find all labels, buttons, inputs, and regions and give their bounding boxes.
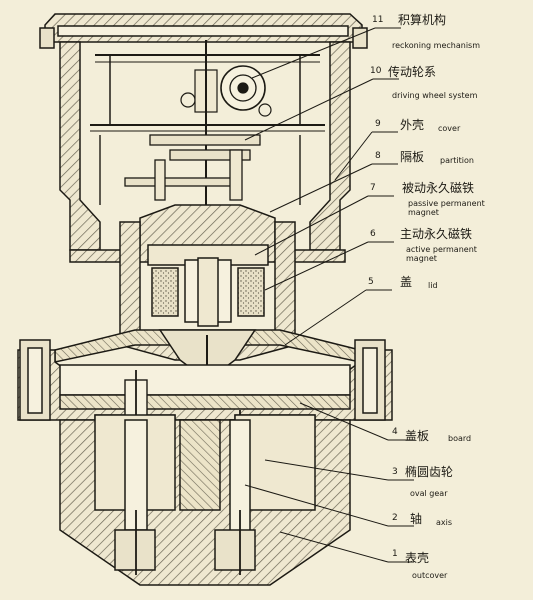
callout-number: 4 xyxy=(392,427,398,437)
callout-label-en: reckoning mechanism xyxy=(392,41,480,50)
callout-number: 7 xyxy=(370,183,376,193)
leader-line xyxy=(244,78,399,141)
callout-number: 1 xyxy=(392,549,398,559)
callout-label-cn: 轴 xyxy=(410,511,422,526)
callout-number: 5 xyxy=(368,277,374,287)
leader-line xyxy=(244,484,414,527)
callout-number: 3 xyxy=(392,467,398,477)
leader-line xyxy=(269,163,398,213)
callout-1: 1 表壳 outcover xyxy=(279,531,448,580)
leader-line xyxy=(264,459,414,481)
callout-labels: 11 积算机构 reckoning mechanism 10 传动轮系 driving w… xyxy=(244,12,485,580)
leader-line xyxy=(279,531,414,563)
callout-label-en: partition xyxy=(440,156,474,165)
callout-label-en: board xyxy=(448,434,471,443)
callout-label-en: cover xyxy=(438,124,461,133)
callout-label-en: axis xyxy=(436,518,452,527)
callout-number: 8 xyxy=(375,151,381,161)
active-magnet-right xyxy=(237,267,265,317)
board xyxy=(59,394,351,410)
callout-label-cn: 表壳 xyxy=(405,551,429,565)
outcover xyxy=(59,414,351,586)
callout-label-cn: 盖板 xyxy=(405,429,429,443)
leader-line xyxy=(254,195,394,256)
callout-label-en: driving wheel system xyxy=(392,91,478,100)
callout-number: 11 xyxy=(372,15,383,25)
callout-label-cn: 盖 xyxy=(400,275,412,289)
callout-10: 10 传动轮系 driving wheel system xyxy=(244,64,478,141)
leader-line xyxy=(299,402,414,441)
callout-label-cn: 主动永久磁铁 xyxy=(400,226,472,241)
callout-3: 3 椭圆齿轮 oval gear xyxy=(264,459,453,498)
active-magnet-left xyxy=(151,267,179,317)
callout-number: 6 xyxy=(370,229,376,239)
callout-label-cn: 外壳 xyxy=(400,118,424,132)
callout-11: 11 积算机构 reckoning mechanism xyxy=(251,12,480,79)
leader-line xyxy=(284,289,392,346)
leader-line xyxy=(334,131,398,181)
leader-line xyxy=(264,241,394,291)
callout-4: 4 盖板 board xyxy=(299,402,471,443)
callout-number: 10 xyxy=(370,66,382,76)
leader-line xyxy=(251,27,401,79)
callout-label-cn: 隔板 xyxy=(400,150,424,164)
callout-label-en: outcover xyxy=(412,571,448,580)
callout-label-en: oval gear xyxy=(410,489,448,498)
driving-wheel-system xyxy=(99,134,301,205)
callout-label-cn: 被动永久磁铁 xyxy=(402,180,474,195)
callout-number: 9 xyxy=(375,119,381,129)
callout-8: 8 隔板 partition xyxy=(269,150,474,213)
callout-label-cn: 积算机构 xyxy=(398,12,446,27)
callout-label-en: lid xyxy=(428,281,438,290)
callout-9: 9 外壳 cover xyxy=(334,118,461,181)
callout-label-cn: 椭圆齿轮 xyxy=(405,464,453,479)
callout-2: 2 轴 axis xyxy=(244,484,452,527)
magnet-chamber xyxy=(119,221,296,361)
callout-number: 2 xyxy=(392,513,398,523)
reckoning-mechanism xyxy=(90,40,325,220)
callout-label-cn: 传动轮系 xyxy=(388,64,436,79)
callout-5: 5 盖 lid xyxy=(284,275,438,346)
